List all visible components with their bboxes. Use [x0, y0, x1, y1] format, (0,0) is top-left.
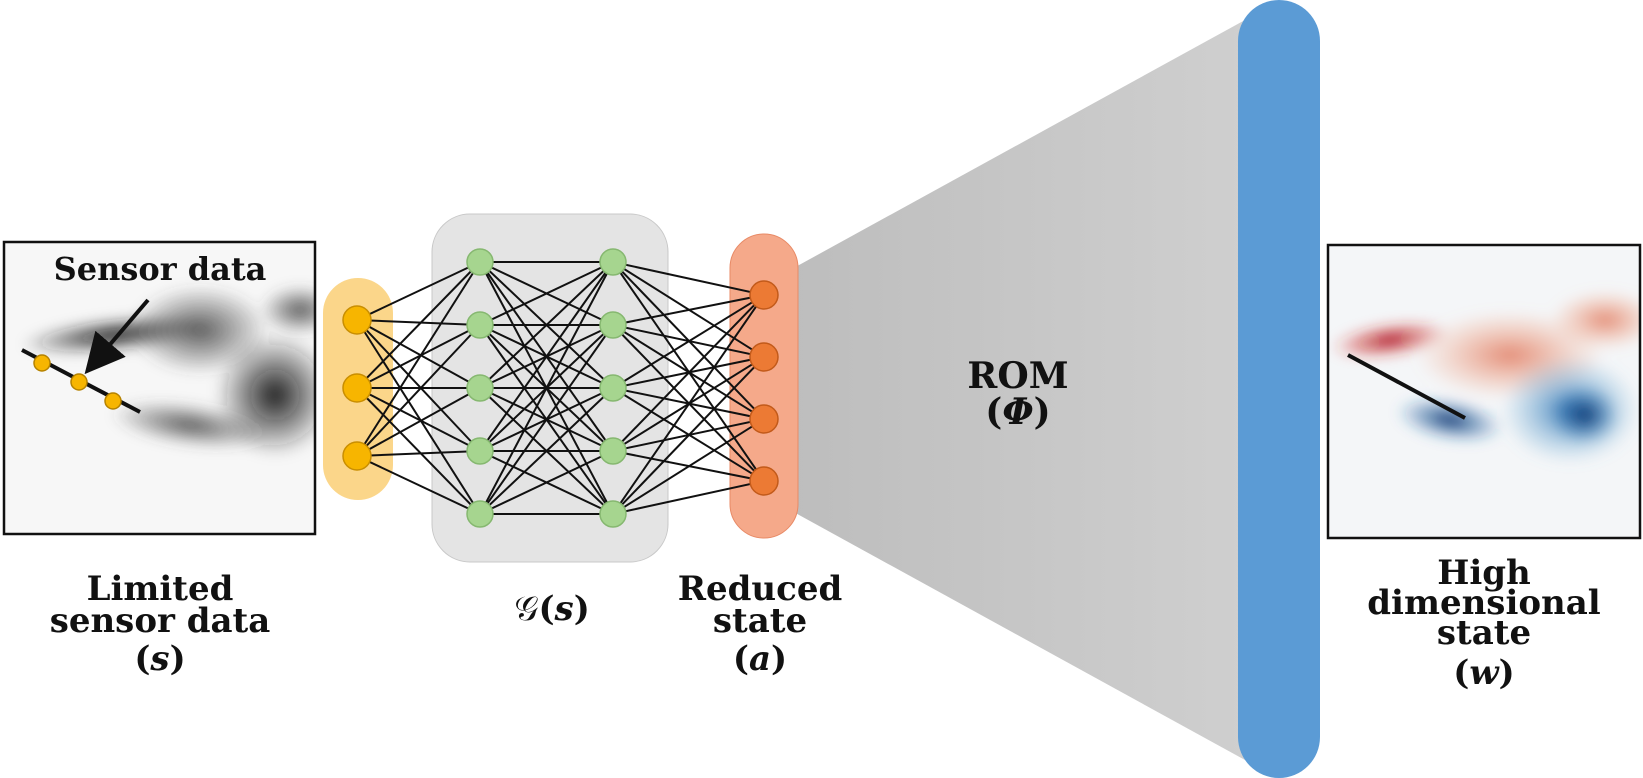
hidden-1-node	[466, 374, 494, 402]
sensor-caption-line2: sensor data	[50, 601, 271, 641]
decoder-bar	[1238, 0, 1320, 778]
output-node	[749, 342, 779, 372]
network-edge	[356, 261, 481, 389]
network-edge	[612, 356, 765, 515]
output-caption-line3: state	[1437, 613, 1531, 653]
hidden-2-node	[599, 374, 627, 402]
rom-funnel	[790, 20, 1245, 760]
sensor-caption-symbol: (s)	[134, 639, 185, 679]
hidden-1-node	[466, 500, 494, 528]
network-edge	[356, 324, 481, 457]
sensor-dot	[33, 354, 51, 372]
network-edge	[356, 450, 481, 457]
network-edge	[479, 261, 614, 326]
network-edge	[356, 319, 481, 389]
output-node	[749, 280, 779, 310]
hidden-1-node	[466, 437, 494, 465]
network-caption-text: 𝒢(s)	[514, 589, 590, 629]
output-node	[749, 404, 779, 434]
network-edge	[479, 261, 614, 389]
reduced-caption-line1: Reduced	[678, 569, 843, 609]
output-caption: High dimensional state (w)	[1367, 553, 1601, 693]
network-edge	[356, 387, 481, 452]
network-edge	[356, 387, 481, 515]
network-edge	[479, 450, 614, 515]
network-edge	[356, 324, 481, 389]
network-edge	[356, 387, 481, 457]
network-edge	[479, 324, 614, 515]
hidden-1-node	[466, 248, 494, 276]
network-edge	[479, 387, 614, 515]
sensor-dot	[104, 392, 122, 410]
network-edge	[356, 261, 481, 321]
network-edge	[356, 261, 481, 457]
network-edge	[356, 319, 481, 515]
network-caption: 𝒢(s)	[514, 589, 590, 629]
plate	[1347, 353, 1466, 420]
hidden-1-node	[466, 311, 494, 339]
reduced-state-caption: Reduced state (a)	[678, 569, 843, 679]
network-edge	[612, 480, 765, 515]
rom-label: ROM	[967, 355, 1068, 397]
network-edge	[479, 261, 614, 452]
hidden-2-node	[599, 500, 627, 528]
network-edge	[612, 294, 765, 326]
output-caption-line2: dimensional	[1367, 583, 1601, 623]
high-dimensional-field-panel	[1326, 243, 1642, 540]
sensor-caption: Limited sensor data (s)	[50, 569, 271, 679]
sensor-field-panel: Sensor data	[2, 240, 317, 536]
network-edge	[612, 294, 765, 452]
network-edge	[612, 294, 765, 389]
input-node	[342, 305, 372, 335]
network-edge	[612, 261, 765, 296]
network-edges	[356, 261, 765, 515]
neural-network	[323, 213, 799, 563]
sensor-caption-line1: Limited	[87, 569, 234, 609]
network-edge	[612, 418, 765, 515]
input-node	[342, 441, 372, 471]
sensor-arrow	[84, 298, 150, 375]
output-node	[749, 466, 779, 496]
rom-phi: Φ	[1002, 391, 1033, 433]
network-edge	[356, 319, 481, 452]
input-node	[342, 373, 372, 403]
hidden-2-node	[599, 311, 627, 339]
reduced-caption-line2: state	[713, 601, 807, 641]
output-caption-line1: High	[1437, 553, 1531, 593]
sensor-dot	[70, 373, 88, 391]
network-edge	[479, 261, 614, 515]
output-caption-symbol: (w)	[1453, 653, 1514, 693]
reduced-caption-symbol: (a)	[733, 639, 787, 679]
network-edge	[612, 294, 765, 515]
network-edge	[356, 319, 481, 326]
hidden-2-node	[599, 248, 627, 276]
hidden-2-node	[599, 437, 627, 465]
rom-symbol: (Φ)	[985, 391, 1050, 433]
network-edge	[356, 455, 481, 515]
sensor-annotation: Sensor data	[54, 250, 267, 288]
network-nodes	[342, 248, 779, 528]
